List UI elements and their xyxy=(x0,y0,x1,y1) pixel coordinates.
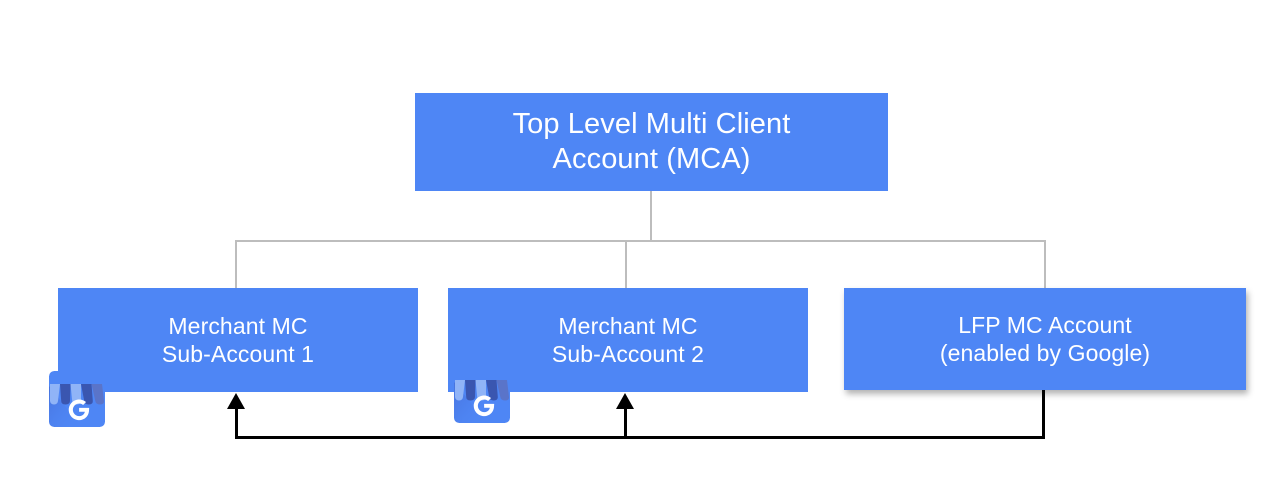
node-lfp-mc-account-line1: LFP MC Account xyxy=(958,311,1132,338)
arrowhead-to-sub2 xyxy=(616,393,634,409)
arrowhead-to-sub1 xyxy=(227,393,245,409)
feed-line-riser-sub1 xyxy=(235,404,238,439)
node-merchant-sub-account-2-line1: Merchant MC xyxy=(558,312,698,339)
node-merchant-sub-account-1[interactable]: Merchant MC Sub-Account 1 xyxy=(58,288,418,392)
feed-line-lfp-down xyxy=(1042,390,1045,439)
feed-line-bottom-run xyxy=(235,436,1045,439)
google-my-business-icon xyxy=(454,367,510,423)
google-my-business-icon xyxy=(49,371,105,427)
node-top-level-mca-line2: Account (MCA) xyxy=(552,143,751,175)
node-merchant-sub-account-2-line2: Sub-Account 2 xyxy=(551,341,705,367)
connector-drop-lfp xyxy=(1044,240,1046,289)
node-merchant-sub-account-1-line1: Merchant MC xyxy=(168,312,308,339)
node-top-level-mca[interactable]: Top Level Multi Client Account (MCA) xyxy=(415,93,888,191)
feed-line-riser-sub2 xyxy=(624,404,627,439)
node-top-level-mca-line1: Top Level Multi Client xyxy=(512,107,791,140)
connector-horizontal-bus xyxy=(235,240,1046,242)
connector-drop-sub2 xyxy=(625,240,627,289)
node-lfp-mc-account-line2: (enabled by Google) xyxy=(939,340,1151,366)
node-merchant-sub-account-1-line2: Sub-Account 1 xyxy=(161,341,315,367)
connector-drop-sub1 xyxy=(235,240,237,289)
connector-mca-stem xyxy=(650,191,652,241)
node-lfp-mc-account[interactable]: LFP MC Account (enabled by Google) xyxy=(844,288,1246,390)
